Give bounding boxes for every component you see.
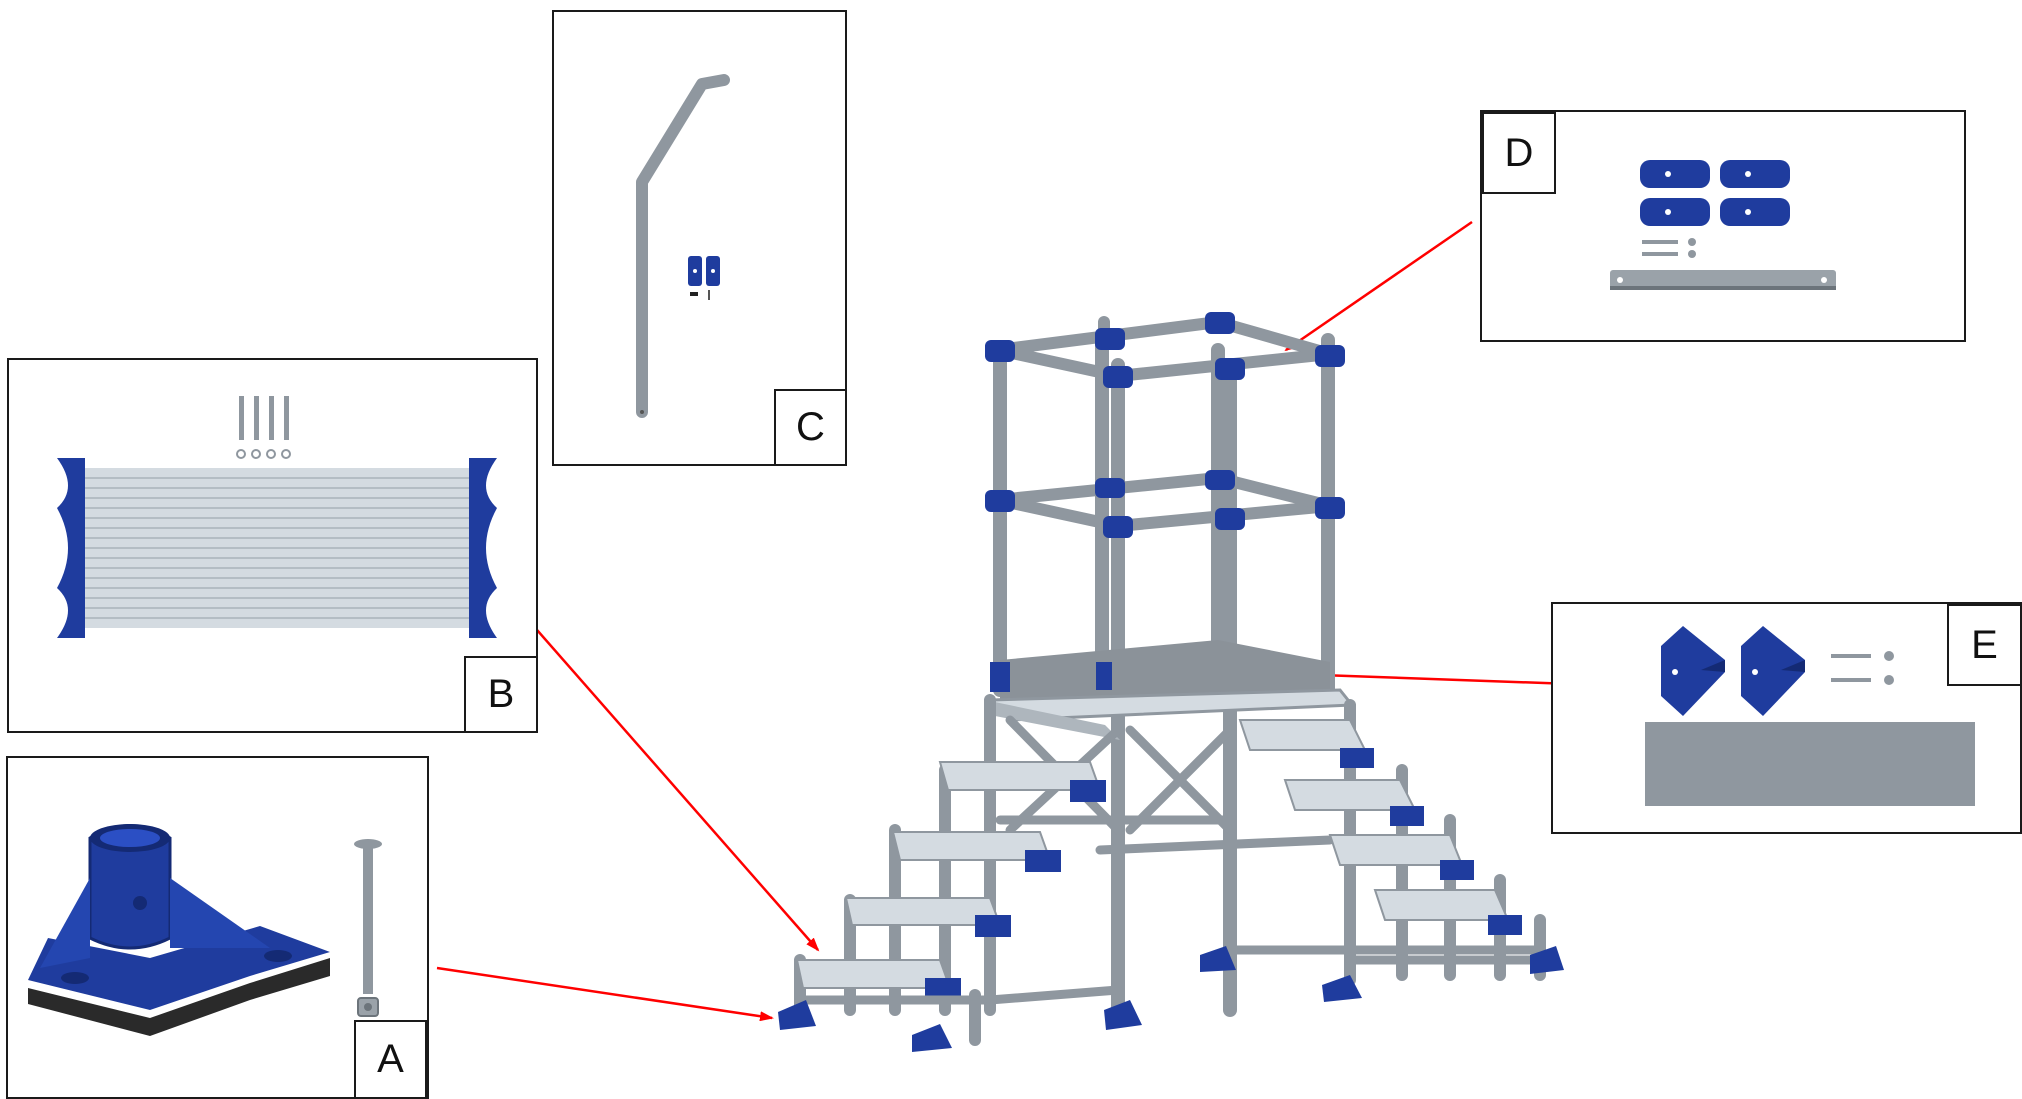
arrow-b	[529, 621, 820, 952]
toe-board-part	[1645, 722, 1975, 806]
label-d: D	[1482, 112, 1556, 194]
panel-a: A	[6, 756, 429, 1099]
handrail-clamp-part	[688, 256, 720, 300]
label-c: C	[774, 389, 847, 466]
arrow-e	[1290, 669, 1573, 686]
panel-c: C	[552, 10, 847, 466]
platform-tread-part	[57, 458, 497, 638]
panel-b: B	[7, 358, 538, 733]
label-a: A	[354, 1020, 427, 1099]
panel-d: D	[1480, 110, 1966, 342]
arrow-d	[1284, 220, 1473, 352]
arrow-a	[436, 966, 774, 1022]
rail-connector-set-part	[1610, 160, 1836, 290]
base-plate-foot-part	[28, 824, 330, 1036]
label-b: B	[464, 656, 538, 733]
panel-e: E	[1551, 602, 2022, 834]
label-e: E	[1947, 604, 2022, 686]
toe-board-clamp-set-part	[1661, 626, 1894, 716]
bolt-and-nut-part	[354, 839, 382, 1017]
handrail-tube-part	[636, 74, 730, 418]
bolt-set-part	[236, 396, 291, 459]
